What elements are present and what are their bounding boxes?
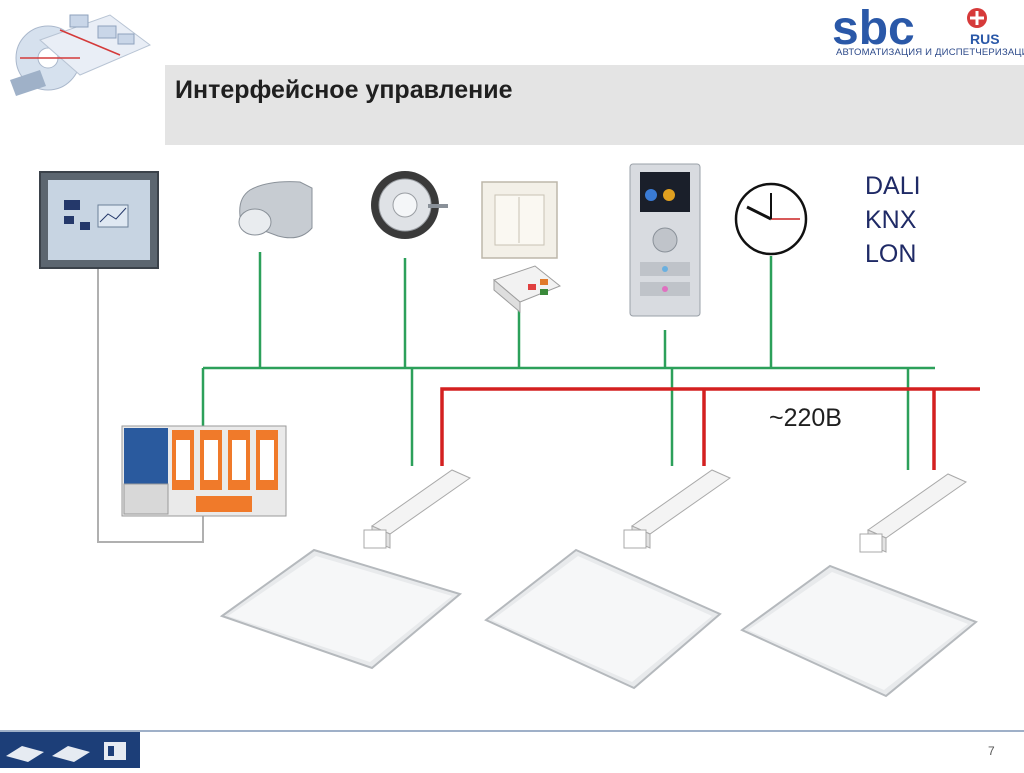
page-number: 7	[988, 744, 995, 758]
ballast-icon	[623, 469, 732, 549]
motion-sensor-icon	[238, 181, 313, 239]
plc-controller-icon	[121, 425, 287, 517]
power-voltage-label: ~220В	[769, 404, 842, 432]
clock-icon	[734, 182, 808, 256]
ballast-icon	[859, 473, 968, 553]
bus-lines	[201, 252, 935, 470]
logo-text: sbc	[832, 4, 915, 55]
led-panel-icon	[740, 564, 978, 698]
ballast-icon	[363, 469, 472, 549]
sbc-logo: sbc RUS	[832, 4, 1000, 55]
room-controller-icon	[629, 163, 701, 317]
protocol-label-knx: KNX	[865, 206, 917, 234]
protocol-label-dali: DALI	[865, 172, 921, 200]
corner-illustration	[0, 0, 160, 110]
page-title: Интерфейсное управление	[175, 76, 513, 104]
logo-sub: RUS	[970, 31, 1000, 47]
led-panel-icon	[484, 548, 722, 690]
hmi-link-line	[97, 268, 204, 543]
power-lines	[440, 387, 980, 470]
ceiling-sensor-icon	[371, 171, 448, 239]
switch-module-icon	[493, 265, 561, 314]
wall-switch-icon	[481, 181, 558, 259]
protocol-label-lon: LON	[865, 240, 917, 268]
touch-panel-icon	[39, 171, 159, 269]
logo-tagline: АВТОМАТИЗАЦИЯ И ДИСПЕТЧЕРИЗАЦИЯ	[836, 47, 1024, 58]
footer-divider	[0, 730, 1024, 732]
header-band	[165, 65, 1024, 145]
footer-device-strip	[0, 732, 140, 768]
footer-devices-icon	[6, 742, 126, 762]
power-trunk	[440, 387, 980, 466]
led-panel-icon	[219, 548, 463, 670]
